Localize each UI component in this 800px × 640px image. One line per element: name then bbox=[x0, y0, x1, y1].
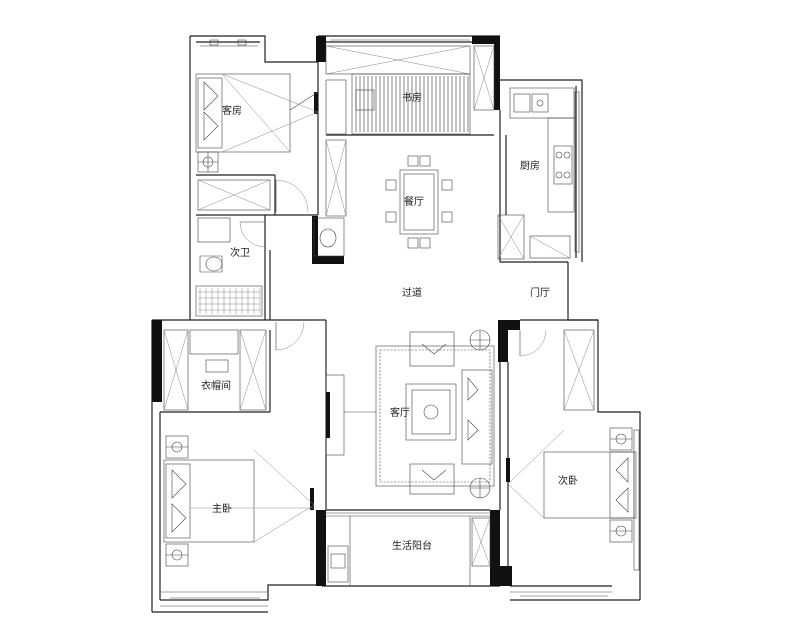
structural-columns bbox=[152, 36, 520, 586]
windows bbox=[170, 39, 640, 599]
room-label-cloakroom: 衣帽间 bbox=[201, 379, 231, 392]
room-label-kitchen: 厨房 bbox=[520, 159, 540, 172]
room-label-second-bath: 次卫 bbox=[230, 246, 250, 259]
dining-furniture: 餐厅 bbox=[313, 139, 453, 257]
room-label-dining: 餐厅 bbox=[404, 195, 424, 208]
master-bedroom-furniture: 主卧 bbox=[163, 435, 315, 567]
second-bedroom-furniture: 次卧 bbox=[507, 329, 637, 543]
second-bath-fixtures: 次卫 bbox=[195, 217, 263, 317]
kitchen-furniture: 厨房 bbox=[497, 87, 575, 260]
living-furniture: 客厅 bbox=[344, 329, 495, 499]
study-furniture: 书房 bbox=[325, 45, 495, 135]
outer-walls bbox=[151, 35, 641, 613]
guest-room-furniture: 客房 bbox=[195, 73, 319, 211]
utility-balcony-fixtures: 生活阳台 bbox=[327, 517, 491, 583]
doors bbox=[239, 91, 547, 510]
room-label-living: 客厅 bbox=[390, 406, 410, 419]
room-label-second-bedroom: 次卧 bbox=[558, 474, 578, 487]
room-label-study: 书房 bbox=[402, 91, 422, 104]
room-label-master-bedroom: 主卧 bbox=[212, 502, 232, 515]
cloakroom-furniture: 衣帽间 bbox=[163, 329, 267, 411]
interior-walls bbox=[160, 62, 598, 586]
room-label-guest: 客房 bbox=[222, 104, 242, 117]
room-label-corridor: 过道 bbox=[402, 286, 422, 299]
room-label-foyer: 门厅 bbox=[530, 286, 550, 299]
room-label-utility-balcony: 生活阳台 bbox=[392, 539, 432, 552]
